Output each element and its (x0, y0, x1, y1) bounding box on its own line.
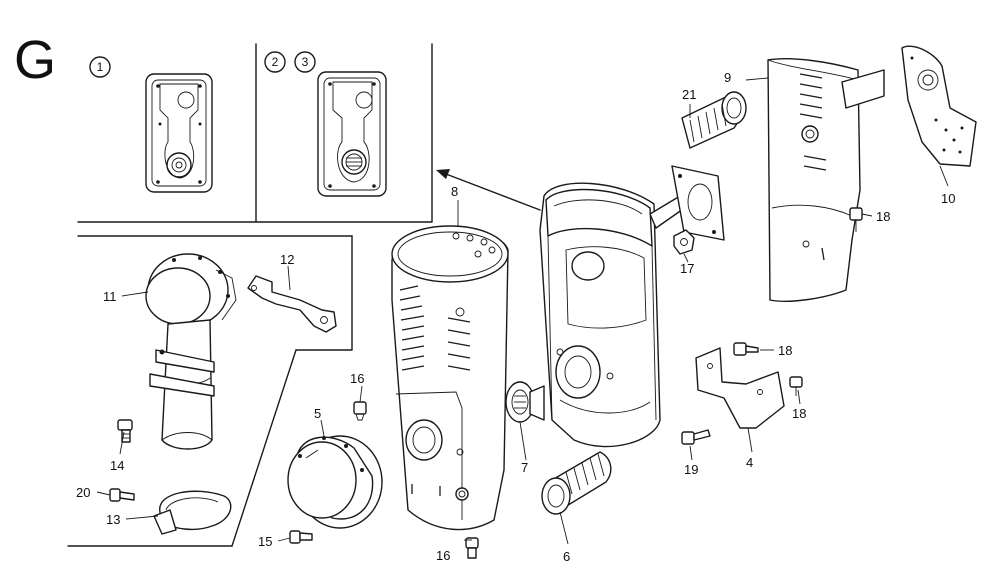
part-10-plate (901, 45, 977, 167)
part-12-bracket (247, 275, 337, 333)
part-4-bracket (695, 347, 785, 429)
callout-19: 19 (684, 462, 698, 477)
reference-arrow (436, 169, 541, 211)
variant-marker-1: 1 (89, 56, 111, 78)
callout-16-upper: 16 (350, 371, 364, 386)
callout-11: 11 (103, 289, 117, 304)
part-5-end-cap (287, 435, 383, 529)
part-13-band-clamp (153, 490, 232, 535)
callout-14: 14 (110, 458, 124, 473)
callout-8: 8 (451, 184, 458, 199)
callout-18-c: 18 (792, 406, 806, 421)
part-19-bolt (681, 429, 711, 445)
variant-2-3-muffler-face (317, 71, 387, 197)
callout-15: 15 (258, 534, 272, 549)
callout-17: 17 (680, 261, 694, 276)
callout-16-lower: 16 (436, 548, 450, 563)
variant-1-muffler-face (145, 73, 213, 193)
callout-leaders (96, 77, 949, 545)
variant-inset-frame (77, 43, 433, 223)
part-16-bolt-lower (465, 537, 479, 559)
svg-text:1: 1 (97, 60, 104, 74)
part-15-screw (289, 530, 313, 544)
callout-7: 7 (521, 460, 528, 475)
part-11-spark-arrester-cap (145, 253, 237, 327)
callout-12: 12 (280, 252, 294, 267)
part-21-screen (681, 91, 747, 149)
part-17-nut (673, 229, 695, 255)
exhaust-tube (149, 319, 215, 450)
part-6-spark-arrester (541, 451, 612, 515)
section-letter: G (14, 30, 56, 90)
muffler-body (539, 165, 725, 448)
callout-13: 13 (106, 512, 120, 527)
svg-text:3: 3 (302, 55, 309, 69)
callout-20: 20 (76, 485, 90, 500)
part-18-bolt-c (789, 376, 803, 396)
callout-6: 6 (563, 549, 570, 564)
part-7-gasket (505, 381, 545, 423)
variant-marker-3: 3 (294, 51, 316, 73)
part-18-bolt-b (733, 342, 759, 356)
callout-5: 5 (314, 406, 321, 421)
part-14-bolt (117, 419, 133, 443)
callout-4: 4 (746, 455, 753, 470)
part-8-muffler-protector (391, 225, 509, 531)
callout-9: 9 (724, 70, 731, 85)
part-9-protector (767, 58, 885, 302)
callout-21: 21 (682, 87, 696, 102)
part-16-bolt-upper (353, 401, 367, 421)
variant-marker-2: 2 (264, 51, 286, 73)
exhaust-inset-frame (67, 235, 353, 547)
part-20-bolt (109, 488, 135, 502)
callout-18-a: 18 (876, 209, 890, 224)
callout-18-b: 18 (778, 343, 792, 358)
callout-10: 10 (941, 191, 955, 206)
svg-text:2: 2 (272, 55, 279, 69)
